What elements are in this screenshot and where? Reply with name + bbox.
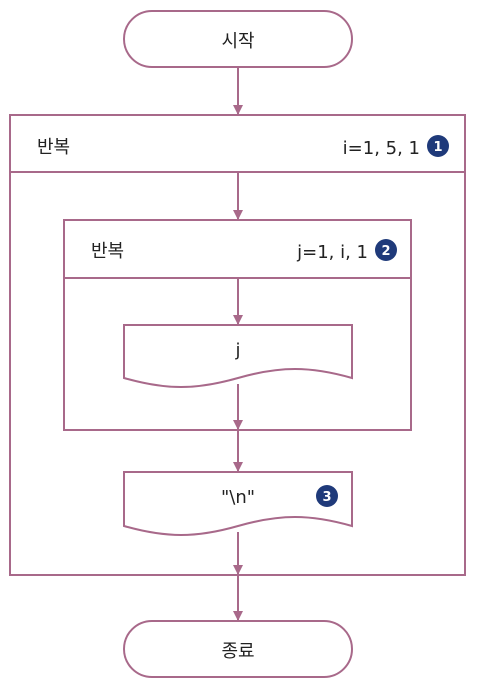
start-terminal: 시작 bbox=[123, 10, 353, 68]
inner-loop-condition: j=1, i, 1 bbox=[296, 242, 368, 263]
badge-1-number: 1 bbox=[433, 140, 442, 155]
end-shape bbox=[123, 620, 353, 678]
badge-1 bbox=[427, 135, 449, 157]
badge-2 bbox=[375, 239, 397, 261]
end-terminal: 종료 bbox=[123, 620, 353, 678]
output-j: j bbox=[123, 324, 353, 388]
output-j-label: j bbox=[234, 340, 240, 361]
outer-loop-condition: i=1, 5, 1 bbox=[343, 138, 420, 159]
inner-loop-label: 반복 bbox=[91, 241, 124, 262]
end-label: 종료 bbox=[221, 641, 254, 662]
output-newline-shape bbox=[123, 471, 353, 536]
output-j-shape bbox=[123, 324, 353, 388]
badge-3 bbox=[316, 485, 338, 507]
badge-3-number: 3 bbox=[322, 490, 331, 505]
outer-loop-label: 반복 bbox=[37, 137, 70, 158]
output-newline-label: "\n" bbox=[221, 487, 255, 508]
start-label: 시작 bbox=[221, 31, 254, 52]
badge-2-number: 2 bbox=[381, 244, 390, 259]
output-newline: "\n" 3 bbox=[123, 471, 353, 536]
